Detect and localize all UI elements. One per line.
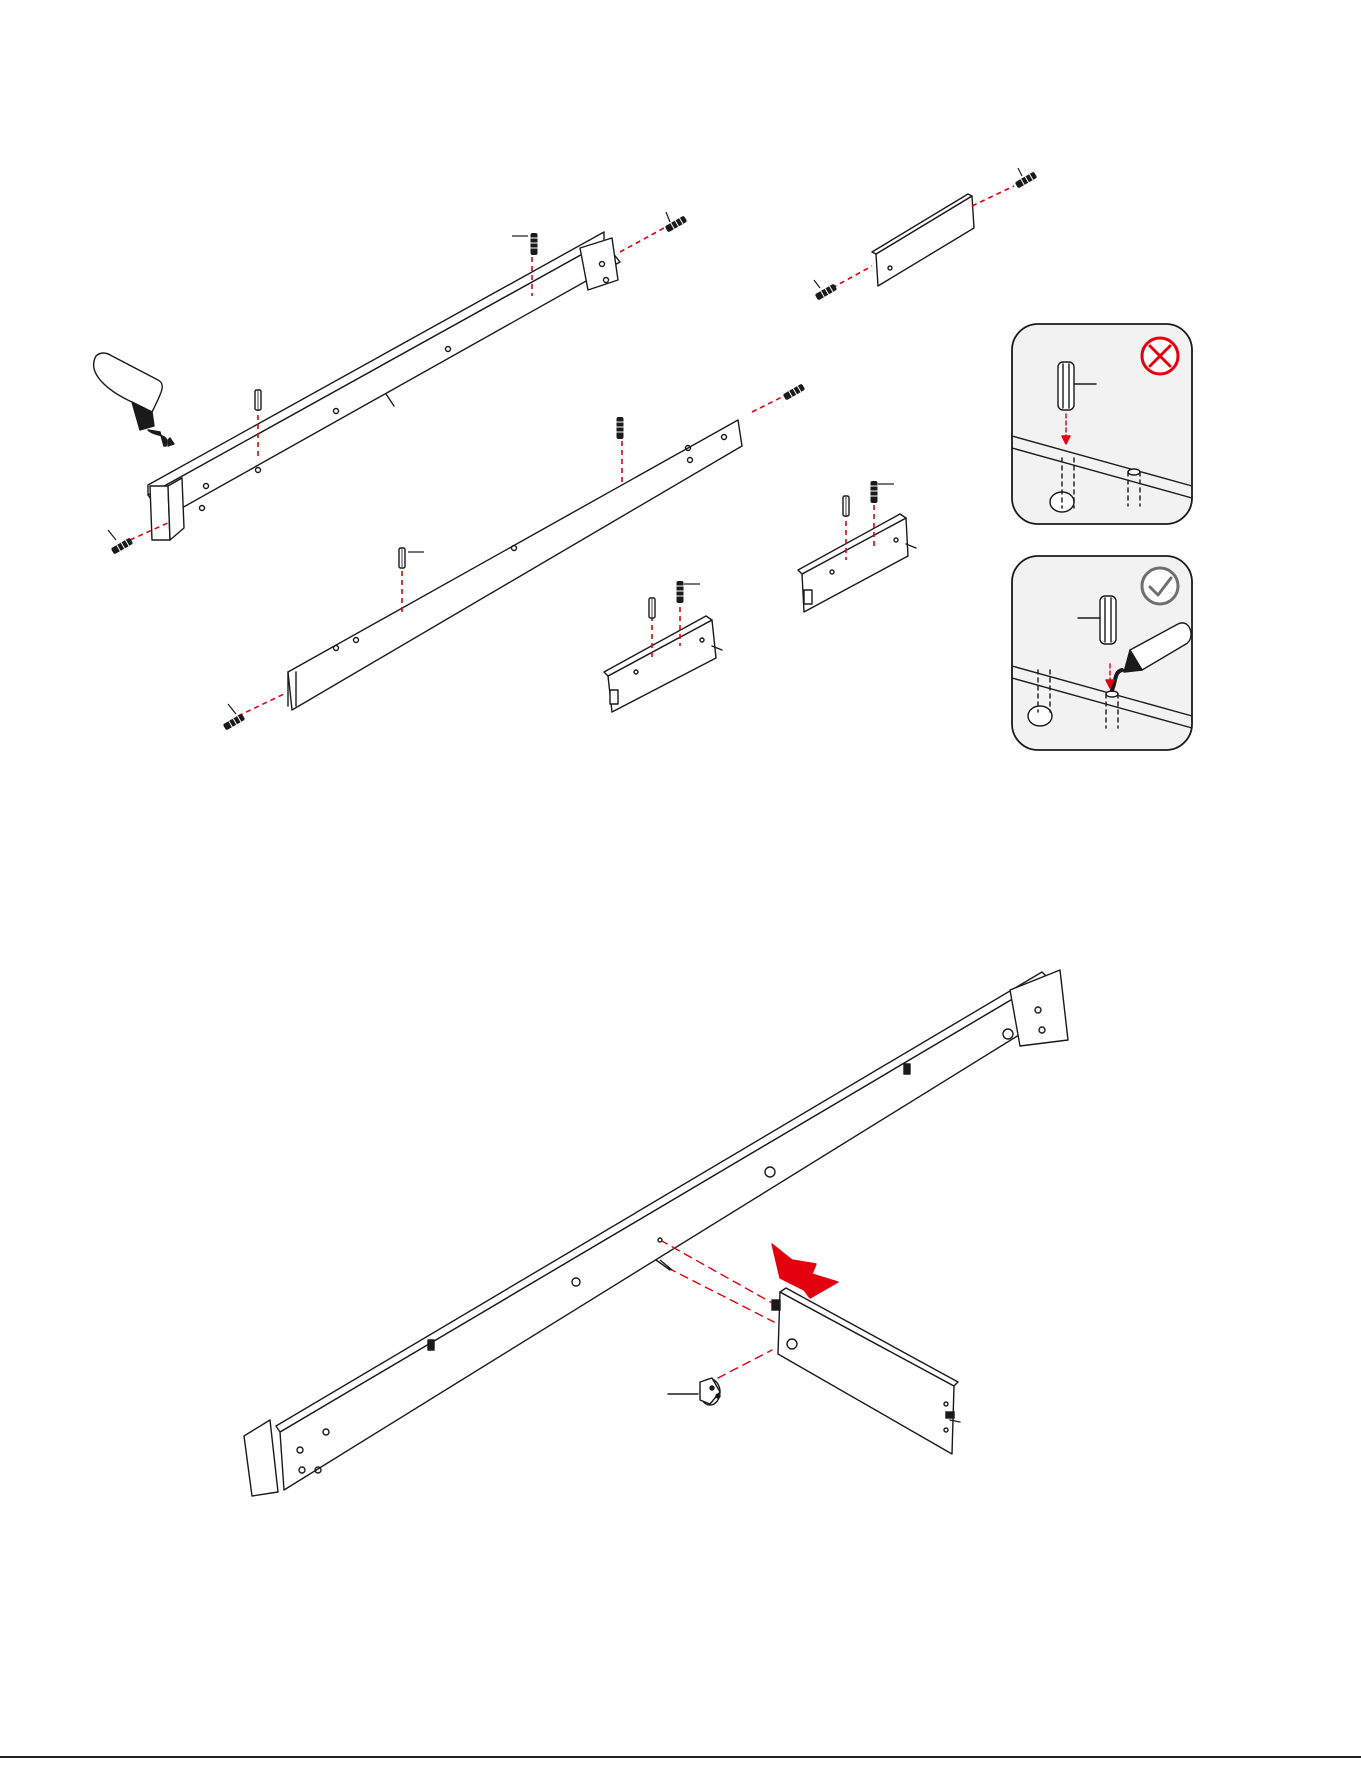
footer-rule [0, 1756, 1361, 1758]
end-panel-top [872, 194, 974, 286]
check-circle-icon [1142, 568, 1178, 604]
step-2 [244, 970, 1068, 1496]
end-panel [778, 1288, 960, 1454]
slat-support-b [798, 514, 916, 612]
cam-lock-icon [668, 1378, 720, 1405]
wooden-dowel-icon [1100, 596, 1116, 644]
glue-bottle-icon [94, 353, 174, 446]
side-rail-top [148, 232, 620, 540]
wooden-dowel-icon [255, 390, 849, 618]
wooden-dowel-icon [1058, 362, 1074, 410]
step-1 [94, 194, 974, 712]
x-circle-icon [1142, 338, 1178, 374]
slat-support-a [604, 616, 722, 712]
